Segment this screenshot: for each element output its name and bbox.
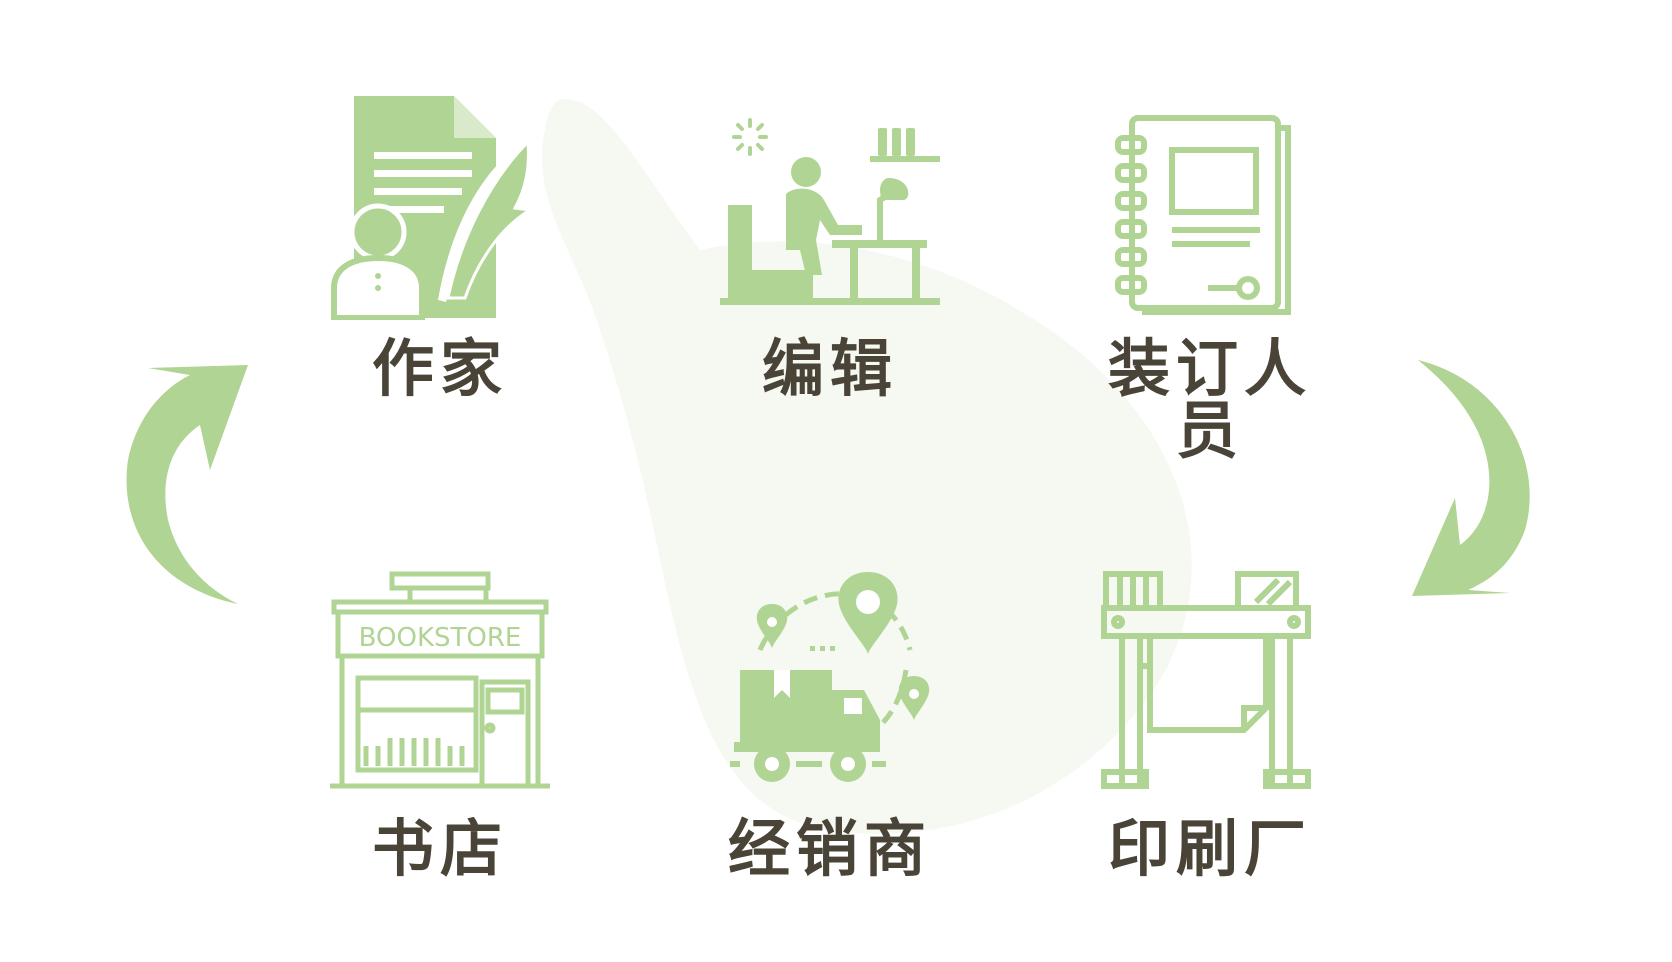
node-label: 装订人员 <box>1107 332 1312 467</box>
bookstore-storefront-icon: BOOKSTORE <box>330 570 550 800</box>
node-label: 编辑 <box>761 332 898 405</box>
node-label: 经销商 <box>727 812 932 885</box>
delivery-truck-route-icon <box>720 570 940 800</box>
writer-document-quill-icon <box>330 90 550 320</box>
node-label: 书店 <box>371 812 508 885</box>
node-label: 印刷厂 <box>1107 812 1312 885</box>
curved-arrow-up-icon <box>126 365 248 604</box>
printing-press-icon <box>1100 570 1320 800</box>
notebook-binding-icon <box>1100 90 1320 320</box>
node-label: 作家 <box>371 332 508 405</box>
bookstore-sign-text: BOOKSTORE <box>359 623 522 653</box>
curved-arrow-down-icon <box>1412 360 1530 596</box>
editor-at-desk-icon <box>720 90 940 320</box>
